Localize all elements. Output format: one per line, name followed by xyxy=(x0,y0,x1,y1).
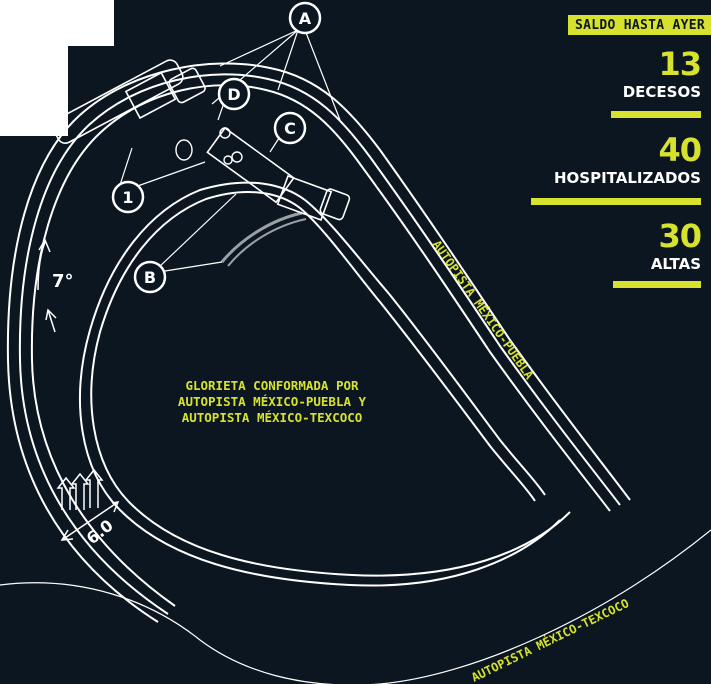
slope-arrow xyxy=(37,238,57,333)
stat-decesos-value: 13 xyxy=(658,45,702,83)
debris xyxy=(175,127,243,165)
truck-vehicle-1 xyxy=(51,59,206,144)
marker-1-label: 1 xyxy=(122,188,133,207)
skid-mark xyxy=(220,211,303,263)
marker-b: B xyxy=(133,260,167,294)
marker-b-label: B xyxy=(144,268,156,287)
center-label-line3: AUTOPISTA MÉXICO-TEXCOCO xyxy=(182,410,363,425)
center-label-line2: AUTOPISTA MÉXICO-PUEBLA Y xyxy=(178,394,367,409)
paper-overlay-left xyxy=(0,40,68,136)
marker-a: A xyxy=(288,1,322,35)
marker-1: 1 xyxy=(111,180,145,214)
stat-hospitalizados-bar xyxy=(531,198,701,205)
stats-header: SALDO HASTA AYER xyxy=(567,15,711,35)
marker-d-label: D xyxy=(227,85,240,104)
paper-overlay-top xyxy=(0,0,114,46)
skid-mark-2 xyxy=(227,218,307,267)
lane-arrows xyxy=(56,468,120,541)
stat-altas-bar xyxy=(613,281,701,288)
marker-a-label: A xyxy=(299,9,312,28)
marker-c-label: C xyxy=(284,119,296,138)
truck-vehicle-2 xyxy=(206,126,351,221)
road-label-texcoco: AUTOPISTA MÉXICO-TEXCOCO xyxy=(469,595,631,684)
texcoco-road-line xyxy=(0,529,711,684)
slope-label: 7° xyxy=(52,271,74,292)
stat-altas-label: ALTAS xyxy=(650,255,701,273)
inner-road xyxy=(79,181,571,587)
outer-road xyxy=(6,62,631,623)
stat-hospitalizados-value: 40 xyxy=(658,131,702,169)
center-label-line1: GLORIETA CONFORMADA POR xyxy=(185,378,359,393)
stat-altas-value: 30 xyxy=(658,217,702,255)
stat-hospitalizados-label: HOSPITALIZADOS xyxy=(554,169,701,187)
road-label-puebla: AUTOPISTA MÉXICO-PUEBLA xyxy=(430,237,538,382)
stat-decesos-label: DECESOS xyxy=(622,83,701,101)
stat-decesos-bar xyxy=(611,111,701,118)
marker-c: C xyxy=(273,111,307,145)
marker-d: D xyxy=(217,77,251,111)
